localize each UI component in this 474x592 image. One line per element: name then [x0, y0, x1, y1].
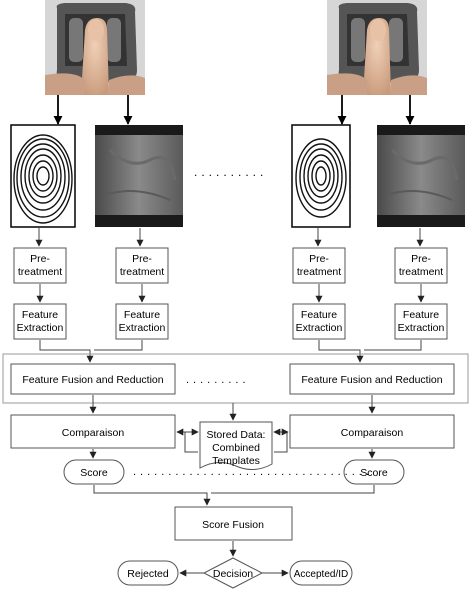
feature-fusion-box-left: Feature Fusion and Reduction	[10, 363, 176, 395]
stored-data-line-1: Stored Data:	[207, 429, 266, 441]
rejected-label: Rejected	[127, 568, 169, 580]
feature-fusion-box-right: Feature Fusion and Reduction	[289, 363, 455, 395]
pretreatment-box-1: Pre- treatment	[13, 247, 67, 284]
vein-image-left	[95, 125, 183, 227]
sensor-photo-left	[45, 0, 145, 95]
vein-image-right	[377, 125, 465, 227]
pretreatment-arrows	[35, 228, 424, 247]
stored-data-templates: Stored Data: Combined Templates	[199, 421, 273, 470]
sensor-photo-right	[327, 0, 427, 95]
pretreatment-box-4: Pre- treatment	[394, 247, 448, 284]
score-arrows	[89, 449, 376, 459]
accepted-terminal: Accepted/ID	[289, 560, 353, 586]
fingerprint-image-left	[10, 124, 76, 228]
comparison-label: Comparaison	[341, 427, 404, 439]
fusion-arrows	[39, 340, 422, 363]
ellipsis-images: ..........	[194, 165, 267, 179]
score-fusion-box: Score Fusion	[174, 506, 293, 541]
pretreatment-line-2: treatment	[18, 266, 62, 278]
pretreatment-box-2: Pre- treatment	[115, 247, 169, 284]
pretreatment-line-1: Pre-	[309, 253, 329, 265]
fingerprint-image-right	[291, 124, 351, 228]
comparison-arrows	[89, 395, 376, 421]
extraction-line-2: Extraction	[119, 322, 166, 334]
decision-label: Decision	[213, 568, 253, 580]
fusion-stage-frame	[2, 353, 469, 404]
sensor-arrows	[53, 95, 415, 125]
pretreatment-line-1: Pre-	[30, 253, 50, 265]
score-label: Score	[80, 467, 108, 479]
ellipsis-score: ..................................	[133, 466, 373, 478]
rejected-terminal: Rejected	[117, 560, 179, 586]
comparison-label: Comparaison	[62, 427, 125, 439]
pretreatment-line-1: Pre-	[132, 253, 152, 265]
feature-extraction-box-3: Feature Extraction	[292, 303, 346, 340]
score-label: Score	[360, 467, 388, 479]
extraction-line-1: Feature	[124, 309, 160, 321]
score-box-left: Score	[63, 459, 125, 485]
score-box-right: Score	[343, 459, 405, 485]
stored-data-line-2: Combined	[212, 442, 260, 454]
ellipsis-fusion: .........	[186, 374, 250, 386]
decision-diamond: Decision	[202, 557, 264, 589]
feature-fusion-label: Feature Fusion and Reduction	[301, 374, 442, 386]
feature-extraction-box-2: Feature Extraction	[115, 303, 169, 340]
extraction-line-1: Feature	[22, 309, 58, 321]
pretreatment-line-1: Pre-	[411, 253, 431, 265]
extraction-line-1: Feature	[403, 309, 439, 321]
pretreatment-line-2: treatment	[399, 266, 443, 278]
comparison-box-left: Comparaison	[10, 414, 176, 449]
extraction-line-2: Extraction	[17, 322, 64, 334]
extraction-line-1: Feature	[301, 309, 337, 321]
feature-extraction-box-1: Feature Extraction	[13, 303, 67, 340]
comparison-box-right: Comparaison	[289, 414, 455, 449]
extraction-line-2: Extraction	[398, 322, 445, 334]
extraction-line-2: Extraction	[296, 322, 343, 334]
pretreatment-line-2: treatment	[120, 266, 164, 278]
feature-fusion-label: Feature Fusion and Reduction	[22, 374, 163, 386]
accepted-label: Accepted/ID	[294, 569, 348, 580]
feature-extraction-box-4: Feature Extraction	[394, 303, 448, 340]
stored-data-line-3: Templates	[212, 455, 260, 467]
extraction-arrows	[36, 284, 425, 303]
score-fusion-arrows	[93, 485, 375, 506]
stored-data-links	[176, 428, 289, 453]
pretreatment-line-2: treatment	[297, 266, 341, 278]
pretreatment-box-3: Pre- treatment	[292, 247, 346, 284]
score-fusion-label: Score Fusion	[202, 519, 264, 531]
